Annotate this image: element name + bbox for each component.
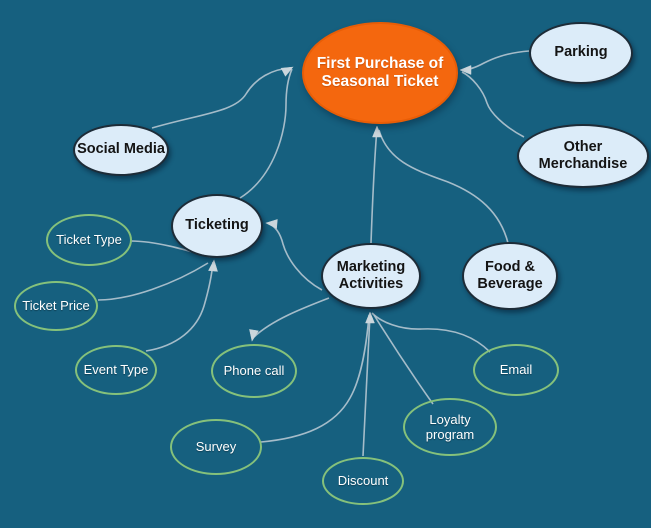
- node-ticket-price[interactable]: Ticket Price: [14, 281, 98, 331]
- node-label: Event Type: [83, 362, 149, 378]
- connector-food-beverage-to-first-purchase: [378, 129, 509, 244]
- arrowhead-ticketing-right: [265, 219, 278, 229]
- arrowhead-phone-call-top: [249, 329, 259, 342]
- node-label: Other: [563, 138, 603, 155]
- connector-survey-to-marketing-activities: [260, 314, 370, 443]
- connector-social-media-to-first-purchase: [151, 67, 292, 129]
- arrowhead-marketing-activities-bottom: [365, 311, 375, 324]
- connector-event-type-to-ticketing: [145, 261, 214, 352]
- node-social-media[interactable]: Social Media: [73, 124, 169, 176]
- node-label: Discount: [337, 473, 389, 489]
- node-label: Parking: [554, 44, 608, 61]
- node-label: Food &: [485, 258, 535, 275]
- connector-email-to-marketing-activities: [371, 312, 491, 353]
- arrowhead-first-purchase-bottom: [372, 125, 382, 138]
- node-ticketing[interactable]: Ticketing: [171, 194, 263, 258]
- connector-other-merchandise-to-first-purchase: [461, 71, 525, 138]
- connector-ticket-price-to-ticketing: [97, 262, 209, 301]
- arrowhead-first-purchase-left: [280, 66, 294, 77]
- node-label: Beverage: [477, 276, 543, 292]
- connector-ticketing-to-first-purchase: [239, 68, 293, 199]
- node-label: Loyalty: [429, 411, 471, 427]
- node-label: Ticket Price: [22, 298, 90, 314]
- node-label: Merchandise: [538, 156, 628, 172]
- node-label: Activities: [338, 276, 404, 292]
- node-label: Email: [499, 362, 533, 378]
- arrowhead-first-purchase-right: [459, 65, 472, 75]
- node-label: First Purchase of: [316, 54, 444, 72]
- node-ticket-type[interactable]: Ticket Type: [46, 214, 132, 266]
- node-label: program: [425, 427, 475, 442]
- node-survey[interactable]: Survey: [170, 419, 262, 475]
- node-label: Ticketing: [185, 217, 249, 234]
- connector-marketing-activities-to-first-purchase: [370, 127, 378, 244]
- node-label: Social Media: [77, 141, 165, 158]
- node-food-beverage[interactable]: Food &Beverage: [462, 242, 558, 310]
- connector-marketing-activities-to-phone-call: [253, 297, 330, 338]
- arrowhead-ticketing-bottom: [208, 259, 218, 272]
- connector-marketing-activities-to-ticketing: [267, 222, 323, 291]
- connector-parking-to-first-purchase: [461, 50, 530, 71]
- connector-discount-to-marketing-activities: [362, 314, 371, 457]
- node-label: Phone call: [223, 363, 285, 379]
- node-discount[interactable]: Discount: [322, 457, 404, 505]
- node-label: Ticket Type: [56, 232, 122, 248]
- node-label: Survey: [195, 439, 237, 455]
- node-label: Marketing: [336, 258, 406, 275]
- connector-loyalty-program-to-marketing-activities: [373, 314, 434, 405]
- node-email[interactable]: Email: [473, 344, 559, 396]
- node-label: Seasonal Ticket: [321, 73, 439, 90]
- node-phone-call[interactable]: Phone call: [211, 344, 297, 398]
- node-event-type[interactable]: Event Type: [75, 345, 157, 395]
- node-parking[interactable]: Parking: [529, 22, 633, 84]
